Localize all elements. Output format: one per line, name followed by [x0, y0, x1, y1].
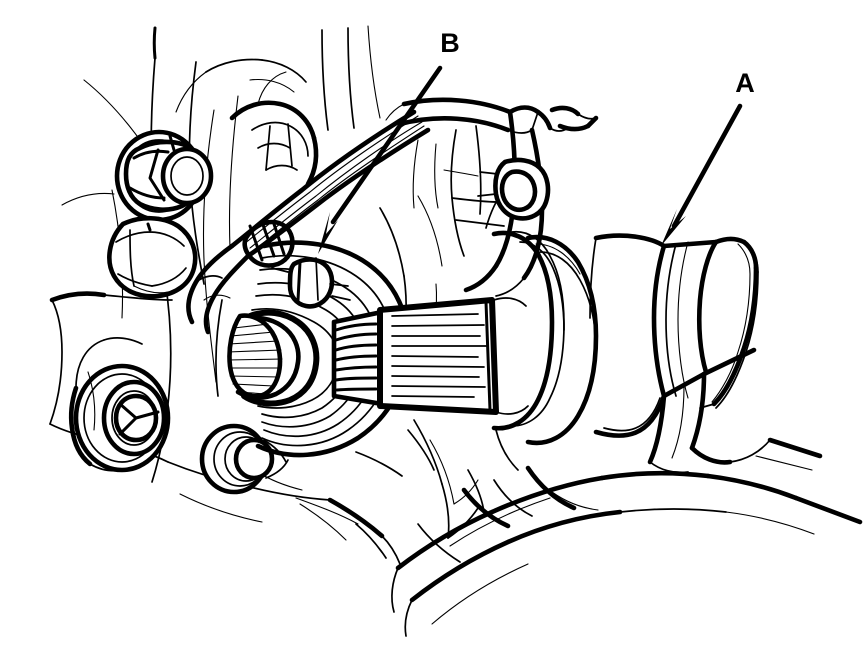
- axle-threaded-section: [331, 309, 385, 407]
- brake-hose: [186, 109, 431, 335]
- callout-a-label: A: [735, 68, 755, 98]
- callout-b-label: B: [440, 28, 460, 58]
- lower-ball-joint-nut: [107, 215, 198, 299]
- callout-a-arrowhead: [661, 209, 686, 246]
- wheel-hub: [227, 240, 411, 458]
- cv-boot: [589, 233, 823, 474]
- spline-lines: [391, 313, 487, 398]
- callout-a-leader: [671, 103, 743, 229]
- knuckle-lower-arm: [299, 419, 485, 565]
- stabilizer-link-rod: [385, 97, 599, 297]
- hub-bore-hatching: [227, 323, 283, 395]
- callout-b-arrowhead: [318, 212, 338, 254]
- callout-b: B: [318, 28, 460, 254]
- axle-splined-section: [377, 297, 499, 415]
- callout-a: A: [661, 68, 755, 246]
- upper-ball-joint-nut: [114, 129, 214, 238]
- knuckle-lower-bolt: [68, 337, 171, 473]
- callout-b-leader: [330, 65, 443, 225]
